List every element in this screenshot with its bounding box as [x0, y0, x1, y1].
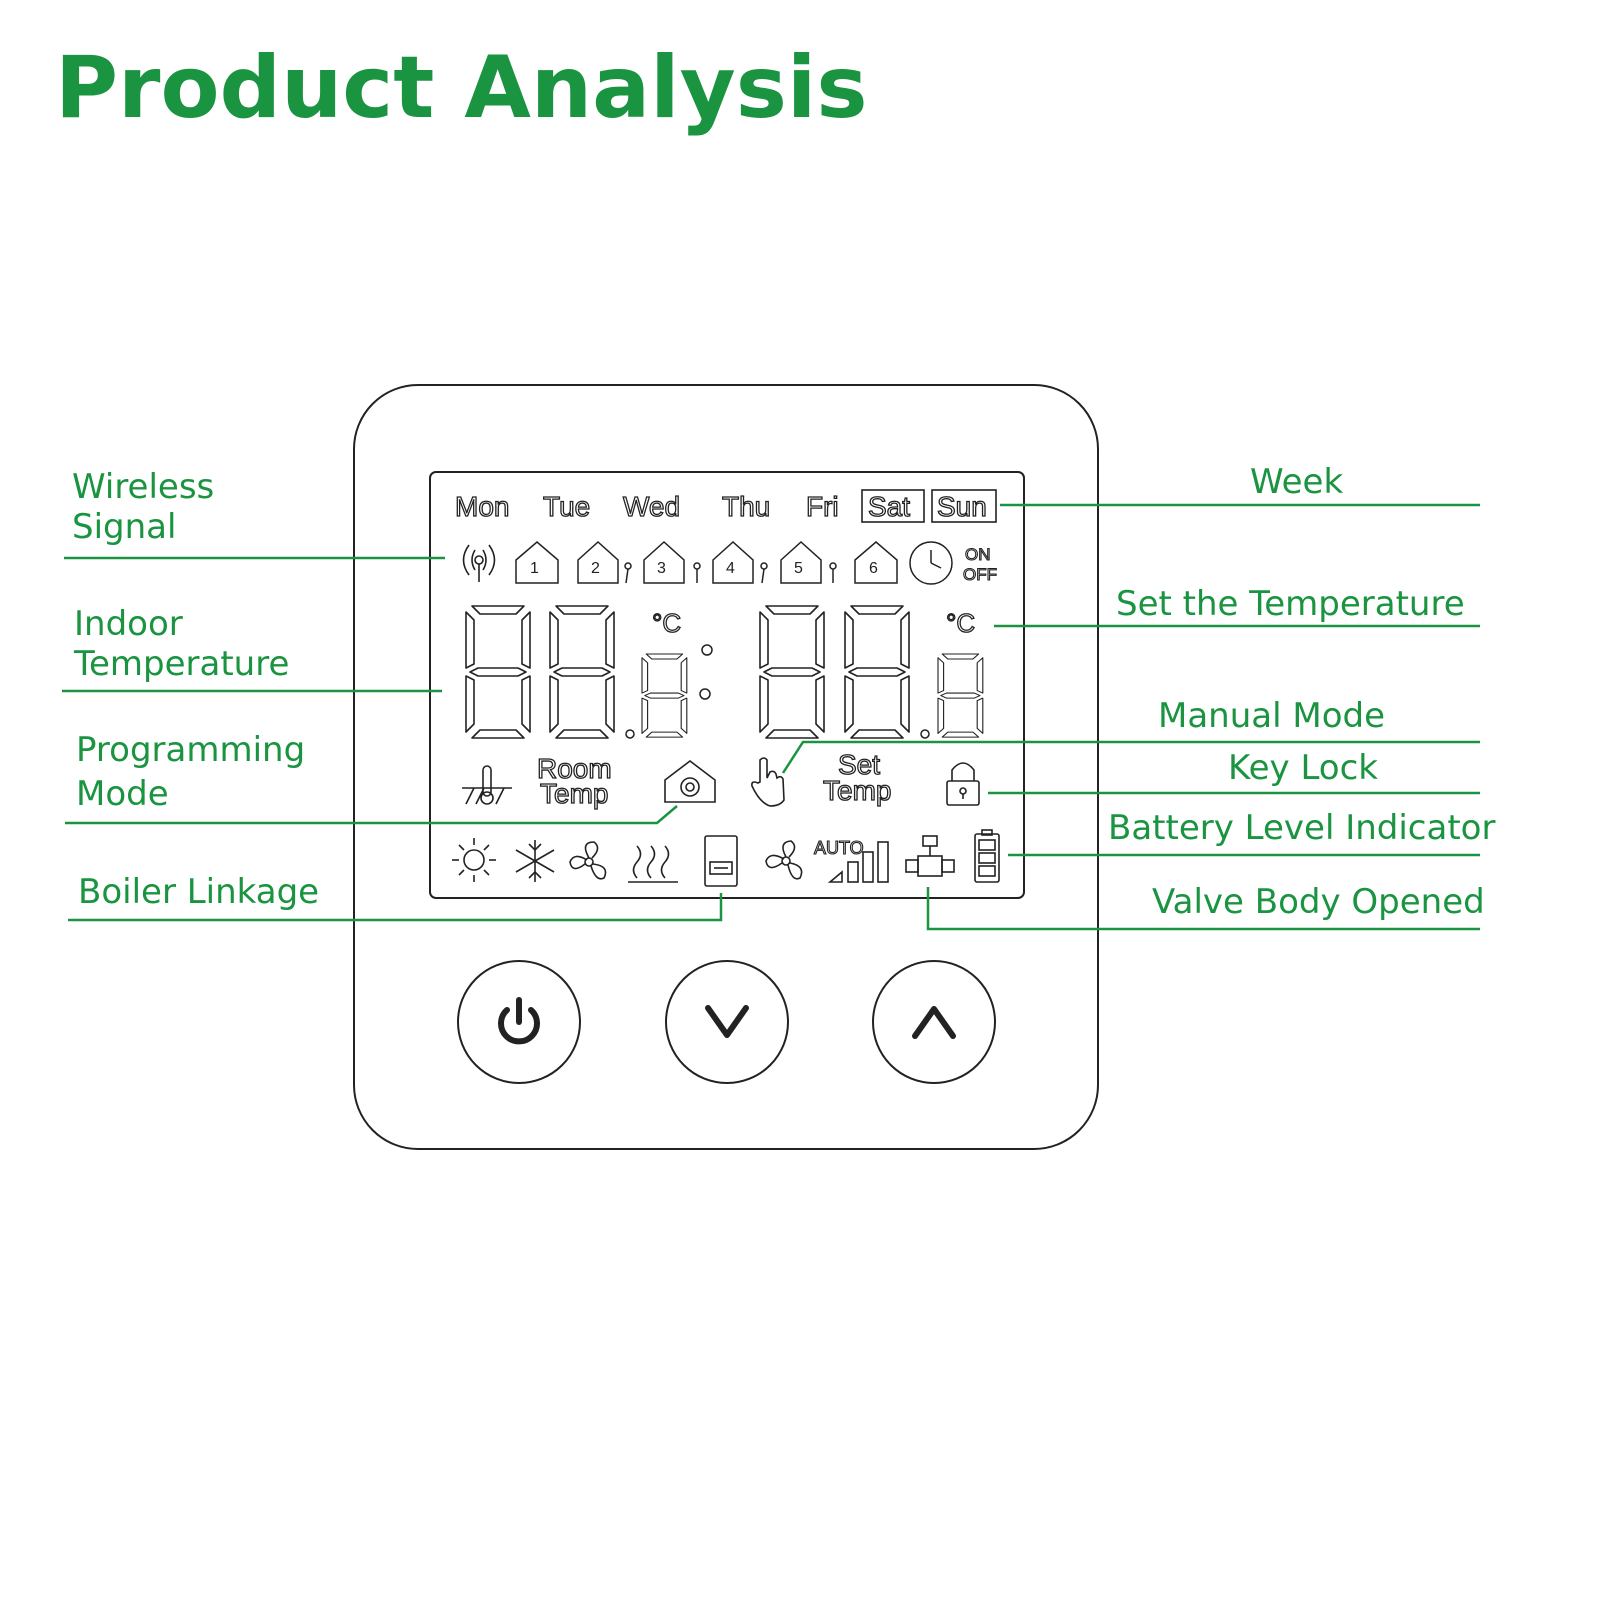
- day-wed: Wed: [623, 491, 680, 522]
- day-thu: Thu: [722, 491, 770, 522]
- battery-icon: [974, 829, 1000, 883]
- key-lock-label: Key Lock: [1228, 748, 1378, 788]
- power-icon: [498, 997, 540, 1045]
- up-button[interactable]: [872, 960, 996, 1084]
- programming-mode-leader: [65, 805, 678, 825]
- period-3-house-icon: 3: [643, 540, 701, 584]
- period-2-number: 2: [591, 560, 600, 577]
- indoor-temperature-label-line1: Indoor: [74, 604, 183, 644]
- wireless-signal-icon: [462, 544, 496, 582]
- off-indicator: OFF: [963, 565, 997, 584]
- valve-icon: [905, 835, 955, 877]
- day-tue: Tue: [543, 491, 590, 522]
- day-fri: Fri: [806, 491, 839, 522]
- lcd-screen: [429, 471, 1025, 899]
- programming-mode-label-line1: Programming: [76, 730, 306, 770]
- period-4-number: 4: [726, 560, 735, 577]
- chevron-up-icon: [912, 1006, 956, 1039]
- period-6-number: 6: [869, 560, 878, 577]
- manual-mode-leader: [781, 740, 1480, 774]
- power-button[interactable]: [457, 960, 581, 1084]
- fan-speed-icon: [765, 840, 803, 880]
- period-5-number: 5: [794, 560, 803, 577]
- fan-icon: [569, 841, 607, 880]
- indoor-temperature-label: Indoor Temperature: [74, 604, 289, 684]
- indoor-unit: °C: [652, 608, 681, 638]
- key-lock-icon: [946, 762, 980, 806]
- down-button[interactable]: [665, 960, 789, 1084]
- fan-speed-bars-icon: [827, 841, 889, 883]
- set-temperature-label: Set the Temperature: [1116, 584, 1465, 624]
- indoor-temperature-display: [465, 605, 713, 739]
- period-3-number: 3: [657, 560, 666, 577]
- auto-label: AUTO: [814, 838, 864, 858]
- on-indicator: ON: [965, 545, 991, 564]
- room-temp-line2: Temp: [540, 778, 608, 809]
- wireless-signal-label-line1: Wireless: [72, 467, 215, 507]
- floor-sensor-icon: [462, 765, 512, 805]
- manual-mode-label: Manual Mode: [1158, 696, 1385, 736]
- page-title: Product Analysis: [55, 38, 868, 138]
- programming-mode-label: Programming Mode: [76, 728, 305, 816]
- period-5-house-icon: 5: [780, 540, 837, 584]
- period-6-house-icon: 6: [854, 541, 898, 584]
- clock-icon: [909, 541, 953, 585]
- heating-sun-icon: [452, 838, 496, 882]
- wireless-signal-label-line2: Signal: [72, 507, 177, 547]
- week-label: Week: [1250, 462, 1344, 502]
- period-1-house-icon: 1: [515, 541, 559, 584]
- day-sat-box: [861, 489, 925, 523]
- boiler-linkage-label: Boiler Linkage: [78, 872, 320, 912]
- day-mon: Mon: [455, 491, 509, 522]
- battery-level-label: Battery Level Indicator: [1108, 808, 1496, 848]
- day-sat: Sat: [868, 491, 910, 522]
- set-temp-line2: Temp: [823, 775, 891, 806]
- boiler-icon: [704, 835, 738, 887]
- period-2-house-icon: 2: [577, 540, 632, 584]
- cooling-snowflake-icon: [515, 840, 555, 882]
- chevron-down-icon: [705, 1005, 749, 1038]
- day-sun: Sun: [937, 491, 987, 522]
- period-1-number: 1: [530, 560, 539, 577]
- programming-mode-icon: [664, 759, 716, 803]
- indoor-temperature-label-line2: Temperature: [74, 644, 290, 684]
- programming-mode-label-line2: Mode: [76, 774, 169, 814]
- wireless-signal-label: Wireless Signal: [72, 467, 214, 547]
- set-unit: °C: [946, 608, 975, 638]
- manual-hand-icon: [751, 757, 785, 807]
- valve-body-opened-label: Valve Body Opened: [1152, 882, 1485, 922]
- period-4-house-icon: 4: [712, 540, 768, 584]
- floor-heating-icon: [628, 845, 678, 883]
- boiler-linkage-leader: [68, 893, 723, 922]
- set-temperature-display: [759, 605, 984, 739]
- day-sun-box: [931, 489, 997, 523]
- room-temp-line1: Room: [537, 753, 612, 784]
- valve-body-opened-leader: [926, 887, 1480, 931]
- set-temp-line1: Set: [838, 749, 880, 780]
